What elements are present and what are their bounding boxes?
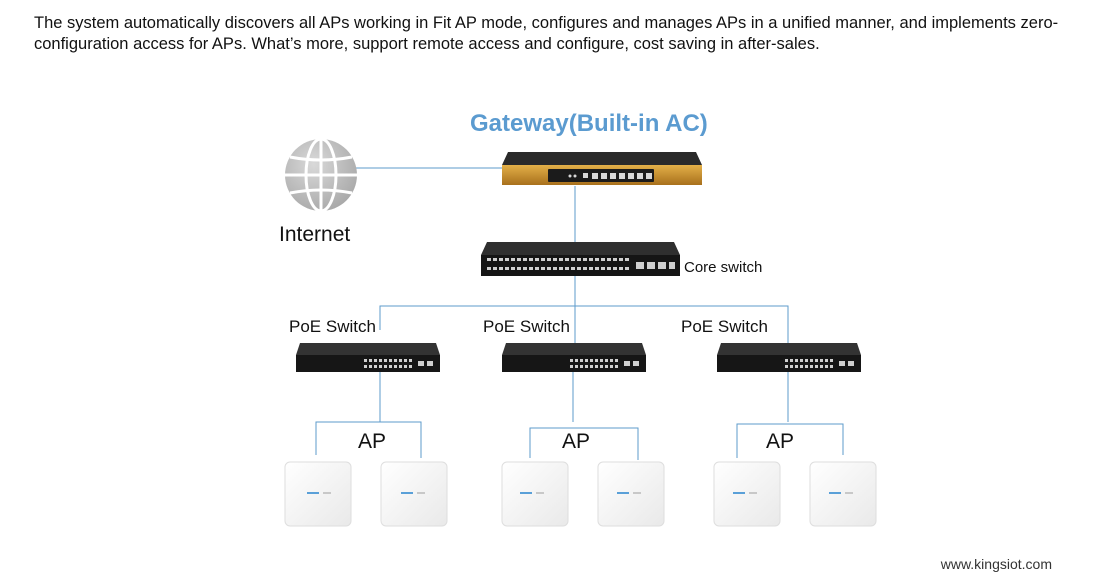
poe-switch-label-3: PoE Switch xyxy=(681,317,768,336)
line-poe-bus xyxy=(379,305,789,345)
poe-switch-device-3 xyxy=(717,343,861,372)
internet-label: Internet xyxy=(279,223,351,246)
core-switch-device xyxy=(481,242,680,276)
ap-bracket-3 xyxy=(736,423,844,458)
access-point-2 xyxy=(380,461,448,527)
poe-switch-label-1: PoE Switch xyxy=(289,317,376,336)
access-point-3 xyxy=(501,461,569,527)
core-switch-label: Core switch xyxy=(684,259,763,276)
connection-lines xyxy=(315,167,844,460)
footer-website[interactable]: www.kingsiot.com xyxy=(940,556,1052,572)
access-point-1 xyxy=(284,461,352,527)
poe-switch-device-2 xyxy=(502,343,646,372)
poe-switch-label-2: PoE Switch xyxy=(483,317,570,336)
gateway-device xyxy=(502,152,702,185)
poe-switch-device-1 xyxy=(296,343,440,372)
access-point-5 xyxy=(713,461,781,527)
ap-group-label-3: AP xyxy=(766,430,795,453)
gateway-title: Gateway(Built-in AC) xyxy=(470,110,708,137)
intro-paragraph: The system automatically discovers all A… xyxy=(34,14,1059,53)
ap-bracket-1 xyxy=(315,421,422,458)
ap-group-label-1: AP xyxy=(358,430,387,453)
access-point-6 xyxy=(809,461,877,527)
access-point-4 xyxy=(597,461,665,527)
globe-icon xyxy=(285,137,357,213)
ap-bracket-2 xyxy=(529,427,639,460)
ap-group-label-2: AP xyxy=(562,430,591,453)
